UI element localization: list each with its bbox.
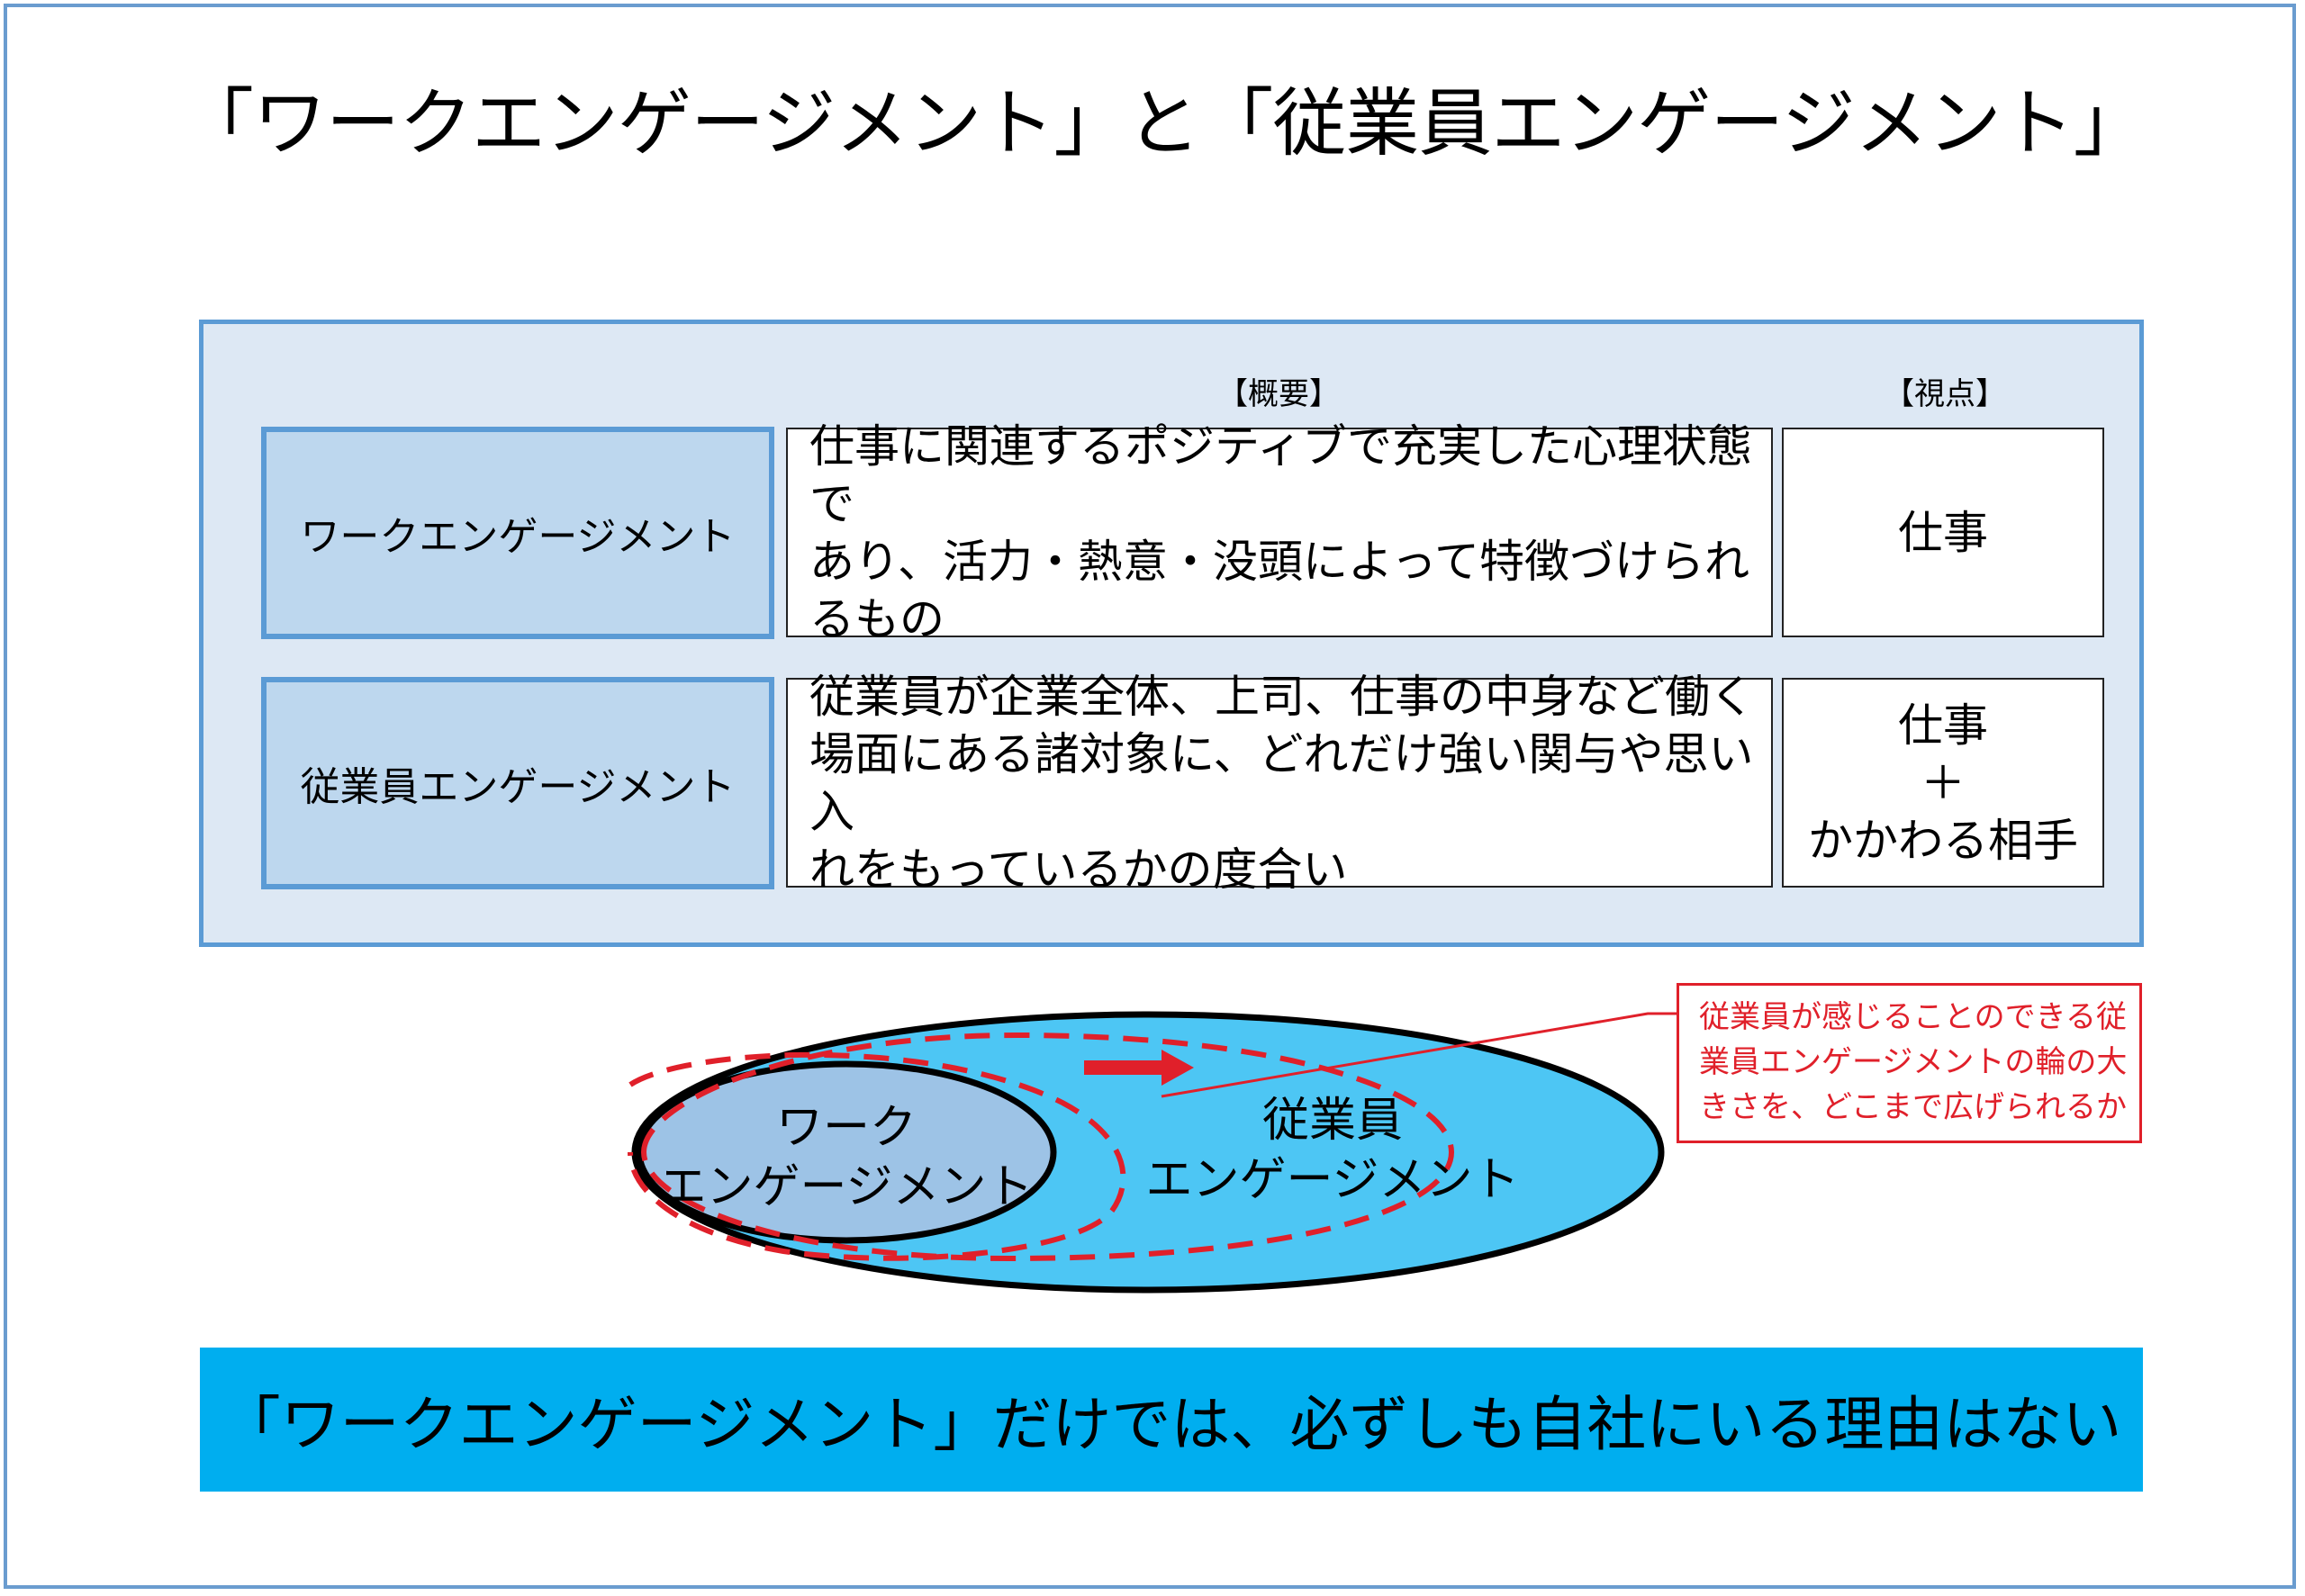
viewpoint-cell-work-engagement: 仕事 xyxy=(1782,428,2104,637)
slide-title: 「ワークエンゲージメント」と「従業員エンゲージメント」 xyxy=(180,81,2147,167)
viewpoint-column-header: 【視点】 xyxy=(1884,376,2006,412)
term-cell-work-engagement: ワークエンゲージメント xyxy=(261,427,774,639)
employee-engagement-bubble-label: 従業員 エンゲージメント xyxy=(1145,1094,1520,1207)
expand-arrow-icon xyxy=(1084,1050,1194,1086)
term-cell-employee-engagement: 従業員エンゲージメント xyxy=(261,677,774,889)
partial-engagement-dashed-ring xyxy=(628,1051,1126,1261)
callout-box: 従業員が感じることのできる従 業員エンゲージメントの輪の大 きさを、どこまで広げ… xyxy=(1677,983,2142,1143)
expanded-engagement-dashed-ring xyxy=(640,1032,1455,1262)
overview-column-header: 【概要】 xyxy=(1217,376,1340,412)
slide-frame xyxy=(4,4,2296,1589)
overview-cell-work-engagement: 仕事に関連するポジティブで充実した心理状態で あり、活力・熱意・没頭によって特徴… xyxy=(786,420,1773,645)
work-engagement-bubble-label: ワーク エンゲージメント xyxy=(659,1101,1034,1214)
work-engagement-ellipse xyxy=(636,1060,1057,1244)
conclusion-banner: 「ワークエンゲージメント」だけでは、必ずしも自社にいる理由はない xyxy=(200,1348,2143,1492)
viewpoint-cell-employee-engagement: 仕事 ＋ かかわる相手 xyxy=(1782,678,2104,888)
overview-cell-employee-engagement: 従業員が企業全体、上司、仕事の中身など働く 場面にある諸対象に、どれだけ強い関与… xyxy=(786,671,1773,896)
callout-leader-line xyxy=(1161,1012,1677,1098)
